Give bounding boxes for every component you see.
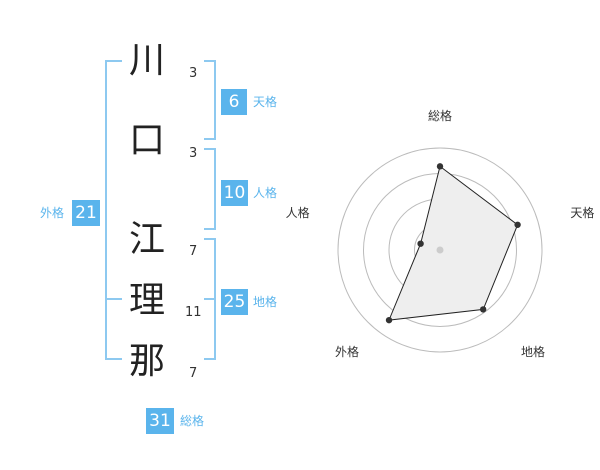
radar-point-1 bbox=[436, 163, 444, 170]
radar-point-2 bbox=[514, 221, 521, 228]
tenkaku-bracket bbox=[204, 60, 216, 140]
name-char-1: 川 bbox=[128, 40, 165, 81]
radar-axis-label-3: 地格 bbox=[521, 344, 545, 359]
radar-axis-label-1: 総格 bbox=[428, 108, 452, 123]
stroke-count-1: 3 bbox=[189, 66, 198, 81]
jinkaku-bracket bbox=[204, 148, 216, 230]
radar-axis-label-4: 外格 bbox=[335, 344, 359, 359]
chikaku-value-badge: 25 bbox=[221, 289, 248, 315]
jinkaku-label: 人格 bbox=[253, 186, 278, 200]
radar-ring-4 bbox=[337, 147, 543, 353]
soukaku-label: 総格 bbox=[180, 414, 205, 428]
soukaku-value-badge: 31 bbox=[146, 408, 174, 434]
tenkaku-label: 天格 bbox=[253, 95, 278, 109]
radar-points bbox=[385, 163, 521, 324]
stroke-count-5: 7 bbox=[189, 366, 198, 381]
stroke-count-2: 3 bbox=[189, 146, 198, 161]
gaikaku-bracket bbox=[105, 60, 122, 360]
name-char-4: 理 bbox=[128, 280, 165, 321]
tenkaku-value-badge: 6 bbox=[221, 89, 247, 115]
chikaku-label: 地格 bbox=[253, 295, 278, 309]
stroke-count-4: 11 bbox=[185, 305, 202, 320]
stroke-count-3: 7 bbox=[189, 244, 198, 259]
radar-polygon bbox=[388, 165, 519, 321]
radar-point-5 bbox=[417, 240, 424, 247]
gaikaku-value-badge: 21 bbox=[72, 200, 100, 226]
radar-axis-label-2: 天格 bbox=[570, 205, 594, 220]
name-char-3: 江 bbox=[128, 219, 165, 260]
name-char-2: 口 bbox=[128, 120, 165, 161]
jinkaku-value-badge: 10 bbox=[221, 180, 248, 206]
radar-point-4 bbox=[385, 316, 393, 324]
chikaku-bracket-divider bbox=[204, 298, 216, 300]
radar-axis-label-5: 人格 bbox=[286, 205, 310, 220]
radar-center-dot bbox=[436, 246, 444, 254]
radar-point-3 bbox=[479, 306, 487, 313]
gaikaku-label: 外格 bbox=[40, 206, 65, 220]
name-char-5: 那 bbox=[128, 341, 165, 382]
gaikaku-bracket-divider bbox=[105, 298, 122, 300]
